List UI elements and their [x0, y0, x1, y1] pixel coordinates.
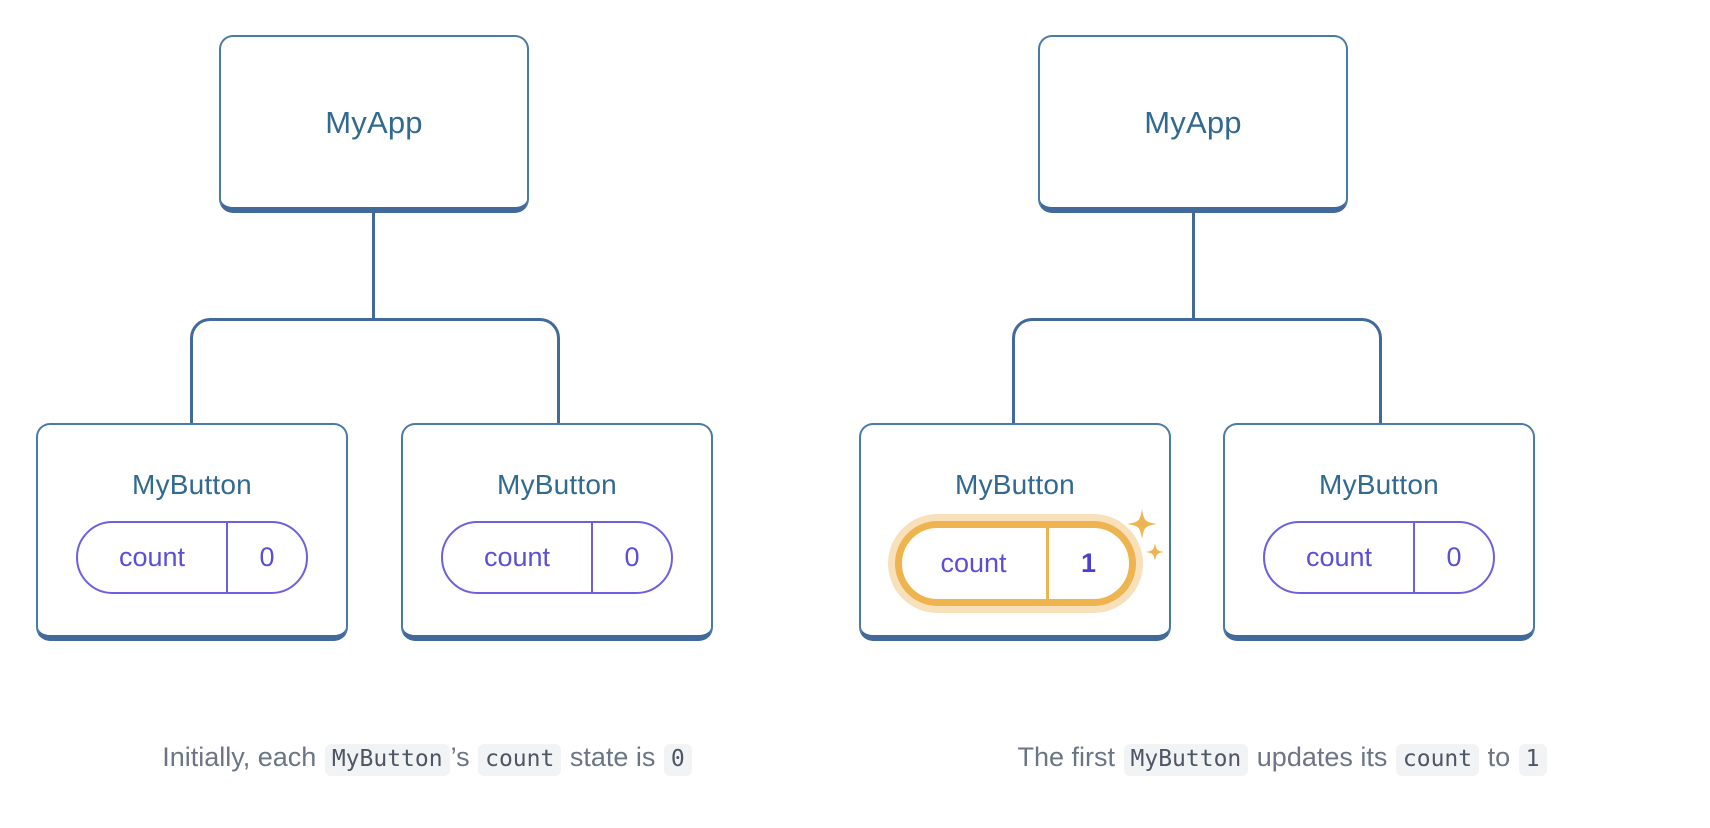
node-label: MyButton — [1319, 469, 1439, 500]
state-pill-value: 0 — [226, 523, 306, 592]
node-label: MyButton — [132, 469, 252, 500]
node-myapp[interactable]: MyApp — [1038, 35, 1348, 213]
state-pill-key: count — [1305, 542, 1373, 572]
node-label: MyApp — [325, 104, 423, 140]
caption-code-chip: count — [478, 744, 562, 776]
caption-text: The first — [1017, 742, 1123, 772]
node-label: MyButton — [497, 469, 617, 500]
node-mybutton-1[interactable]: MyButton count 1 — [859, 423, 1171, 641]
caption-code-chip: MyButton — [1123, 744, 1249, 776]
connector-root-stem — [372, 213, 375, 320]
node-mybutton-1[interactable]: MyButton count 0 — [36, 423, 348, 641]
state-pill-count[interactable]: count 0 — [76, 521, 308, 594]
caption-code-chip: count — [1395, 744, 1480, 776]
node-label: MyButton — [955, 469, 1075, 500]
state-pill-count[interactable]: count 0 — [1263, 521, 1495, 594]
caption-code-chip: 1 — [1518, 744, 1547, 776]
connector-root-stem — [1192, 213, 1195, 320]
diagram-panel-updated-state: MyApp MyButton count 1 MyButton — [855, 0, 1710, 828]
caption-text: ’s — [450, 742, 478, 772]
state-pill-key: count — [118, 542, 186, 572]
connector-branch-bracket — [190, 318, 560, 427]
caption-text: state is — [562, 742, 663, 772]
state-pill-value: 1 — [1045, 528, 1129, 599]
node-myapp[interactable]: MyApp — [219, 35, 529, 213]
node-mybutton-2[interactable]: MyButton count 0 — [1223, 423, 1535, 641]
state-pill-key: count — [940, 548, 1007, 578]
panel-caption: Initially, each MyButton’s count state i… — [0, 741, 855, 776]
state-pill-wrapper: count 0 — [1263, 521, 1495, 594]
caption-text: Initially, each — [162, 742, 324, 772]
connector-branch-bracket — [1012, 318, 1382, 427]
caption-text: updates its — [1249, 742, 1395, 772]
state-pill-wrapper: count 0 — [441, 521, 673, 594]
state-pill-count-highlighted[interactable]: count 1 — [894, 521, 1136, 606]
node-label: MyApp — [1144, 104, 1242, 140]
state-pill-wrapper: count 1 — [894, 509, 1164, 606]
state-pill-count[interactable]: count 0 — [441, 521, 673, 594]
state-pill-value: 0 — [1413, 523, 1493, 592]
diagram-panel-initial-state: MyApp MyButton count 0 MyButton count 0 — [0, 35, 855, 776]
state-pill-key: count — [483, 542, 551, 572]
caption-code-chip: MyButton — [324, 744, 450, 776]
node-mybutton-2[interactable]: MyButton count 0 — [401, 423, 713, 641]
caption-text: to — [1480, 742, 1518, 772]
panel-caption: The first MyButton updates its count to … — [855, 741, 1710, 776]
caption-code-chip: 0 — [663, 744, 692, 776]
state-pill-wrapper: count 0 — [76, 521, 308, 594]
state-pill-value: 0 — [591, 523, 671, 592]
